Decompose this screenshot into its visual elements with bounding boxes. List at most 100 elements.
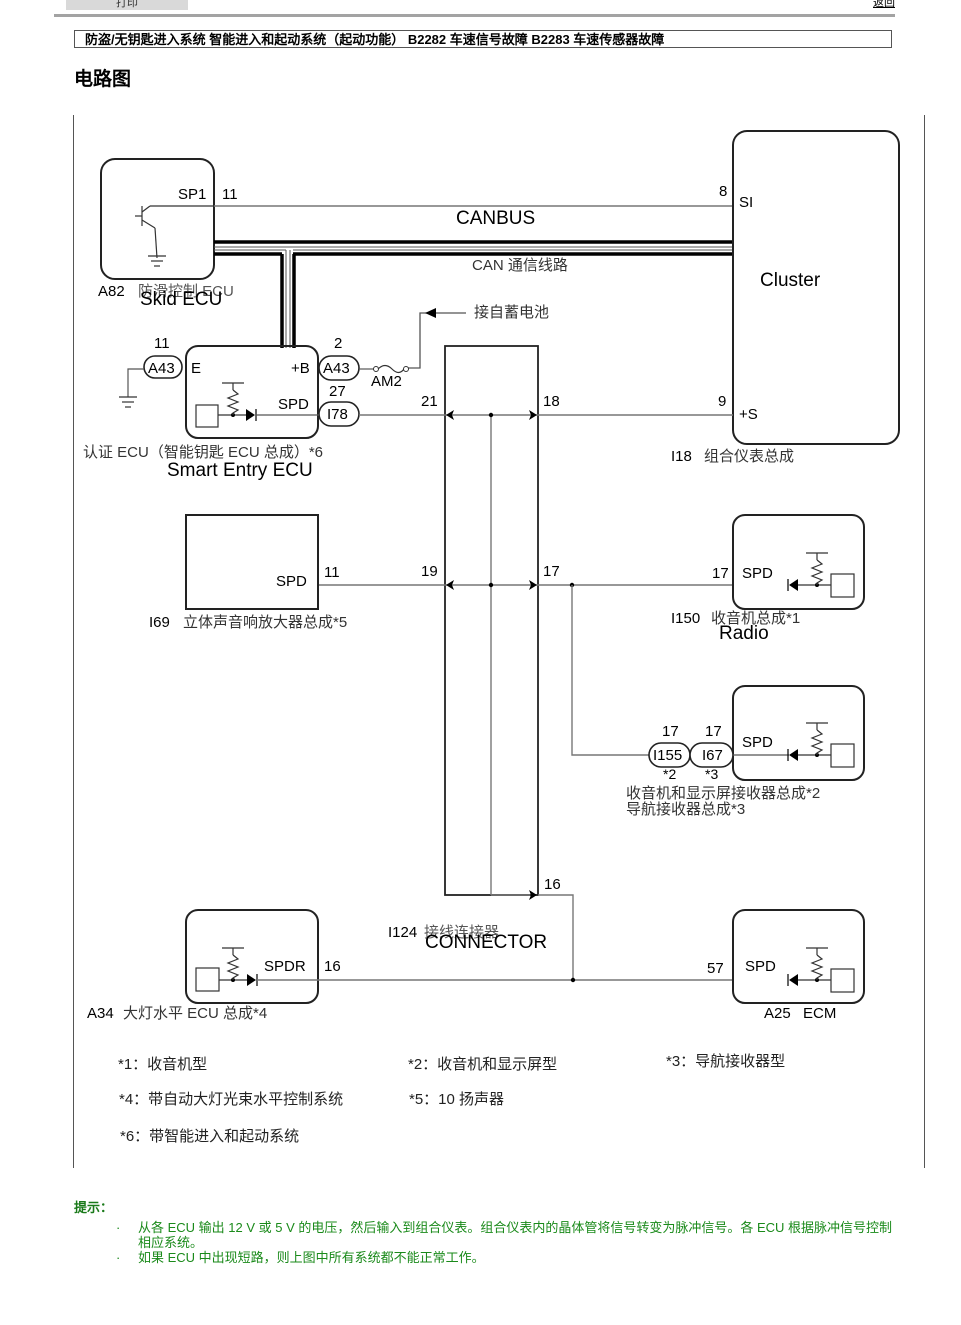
radio-code: I150 bbox=[671, 610, 700, 627]
se-spd-pin-no: 27 bbox=[329, 383, 346, 400]
se-spd-connector bbox=[318, 401, 360, 427]
skid-code: A82 bbox=[98, 283, 125, 300]
top-toolbar: 打印 返回 bbox=[54, 0, 895, 17]
page-title: 防盗/无钥匙进入系统 智能进入和起动系统（起动功能） B2282 车速信号故障 … bbox=[74, 30, 892, 48]
skid-pin-no: 11 bbox=[222, 186, 238, 203]
fuse-icon bbox=[359, 364, 409, 374]
sensor-circuit-icon bbox=[787, 552, 855, 598]
ground-icon bbox=[119, 396, 137, 408]
bullet-icon: · bbox=[116, 1250, 121, 1265]
amp-pin-no: 11 bbox=[324, 564, 340, 581]
ecm-block: 57 SPD A25 ECM bbox=[707, 909, 865, 1022]
receiver-pin-no-1: 17 bbox=[662, 723, 679, 740]
receiver-pin-no-2: 17 bbox=[705, 723, 722, 740]
section-title: 电路图 bbox=[74, 69, 132, 90]
diagram-frame-right bbox=[924, 115, 925, 1168]
bullet-icon: · bbox=[116, 1220, 121, 1235]
skid-name-cn: 防滑控制 ECU bbox=[138, 283, 234, 300]
cluster-pin-s-name: +S bbox=[739, 406, 758, 423]
headlight-name-cn: 大灯水平 ECU 总成*4 bbox=[123, 1005, 267, 1022]
se-power-connector bbox=[318, 355, 360, 381]
junction-pin-19: 19 bbox=[421, 563, 438, 580]
junction-pin-16: 16 bbox=[544, 876, 561, 893]
hint-list: · 从各 ECU 输出 12 V 或 5 V 的电压，然后输入到组合仪表。组合仪… bbox=[116, 1220, 896, 1265]
radio-pin-no: 17 bbox=[712, 565, 729, 582]
cluster-name-cn: 组合仪表总成 bbox=[704, 448, 794, 465]
se-name-en: Smart Entry ECU bbox=[167, 460, 313, 481]
headlight-ecu-block: SPDR 16 A34 大灯水平 ECU 总成*4 bbox=[87, 909, 733, 1022]
footnote-5: *5：10 扬声器 bbox=[409, 1090, 504, 1108]
fuse-label: AM2 bbox=[371, 373, 402, 390]
junction-connector-block: 21 18 19 17 16 I124 接线连接器 CONNECTOR bbox=[318, 345, 733, 980]
cluster-pin-si-name: SI bbox=[739, 194, 753, 211]
cluster-block: 8 SI Cluster 9 +S I18 组合仪表总成 bbox=[671, 130, 900, 465]
amplifier-block: SPD 11 I69 立体声音响放大器总成*5 bbox=[149, 514, 347, 631]
junction-code: I124 bbox=[388, 924, 417, 941]
se-power-pin-name: +B bbox=[291, 360, 310, 377]
footnote-3: *3：导航接收器型 bbox=[666, 1053, 785, 1070]
receiver-note-2: *3 bbox=[705, 766, 718, 782]
hint-item: · 如果 ECU 中出现短路，则上图中所有系统都不能正常工作。 bbox=[116, 1250, 896, 1265]
smart-entry-ecu-block: 11 A43 E 2 +B A43 AM2 27 SPD I78 bbox=[83, 335, 409, 481]
ecm-pin-name: SPD bbox=[745, 958, 776, 975]
cluster-name-en: Cluster bbox=[760, 270, 821, 291]
radio-name-cn: 收音机总成*1 bbox=[711, 610, 800, 627]
receiver-connector-code-1: I155 bbox=[653, 747, 682, 764]
cluster-pin-s-no: 9 bbox=[718, 393, 726, 410]
radio-block: 17 SPD I150 收音机总成*1 Radio bbox=[671, 514, 865, 644]
headlight-code: A34 bbox=[87, 1005, 114, 1022]
cluster-code: I18 bbox=[671, 448, 692, 465]
se-power-pin-no: 2 bbox=[334, 335, 342, 352]
sensor-circuit-icon bbox=[733, 722, 855, 768]
receiver-note-1: *2 bbox=[663, 766, 676, 782]
receiver-block: 17 17 I155 I67 *2 *3 SPD 收音机和显示屏接收器总成*2 … bbox=[626, 685, 865, 818]
battery-feed: 接自蓄电池 bbox=[408, 304, 549, 369]
footnote-2: *2：收音机和显示屏型 bbox=[408, 1056, 557, 1073]
receiver-pin-name: SPD bbox=[742, 734, 773, 751]
can-bus-wires bbox=[214, 240, 733, 348]
circuit-diagram: SP1 11 A82 防滑控制 ECU Skid ECU CANBUS CAN … bbox=[83, 130, 900, 1145]
footnotes: *1：收音机型 *2：收音机和显示屏型 *3：导航接收器型 *4：带自动大灯光束… bbox=[118, 1053, 785, 1145]
se-spd-connector-code: I78 bbox=[327, 406, 348, 423]
canbus-label: CANBUS bbox=[456, 208, 535, 229]
amp-pin-name: SPD bbox=[276, 573, 307, 590]
transistor-icon bbox=[135, 205, 214, 259]
footnote-1: *1：收音机型 bbox=[118, 1056, 207, 1073]
skid-ecu-block: SP1 11 A82 防滑控制 ECU Skid ECU bbox=[98, 158, 238, 310]
se-power-connector-code: A43 bbox=[323, 360, 350, 377]
amp-code: I69 bbox=[149, 614, 170, 631]
hint-text: 如果 ECU 中出现短路，则上图中所有系统都不能正常工作。 bbox=[138, 1250, 485, 1265]
se-ground-connector bbox=[143, 355, 183, 379]
se-name-cn: 认证 ECU（智能钥匙 ECU 总成）*6 bbox=[83, 443, 323, 461]
radio-name-en: Radio bbox=[719, 623, 769, 644]
se-ground-pin-name: E bbox=[191, 360, 201, 377]
junction-pin-18: 18 bbox=[543, 393, 560, 410]
can-line-label: CAN 通信线路 bbox=[472, 257, 568, 274]
receiver-name-cn-2: 导航接收器总成*3 bbox=[626, 801, 745, 818]
junction-pin-21: 21 bbox=[421, 393, 438, 410]
receiver-name-cn-1: 收音机和显示屏接收器总成*2 bbox=[626, 785, 820, 802]
hint-title: 提示： bbox=[74, 1200, 114, 1215]
headlight-pin-name: SPDR bbox=[264, 958, 306, 975]
cluster-pin-si-no: 8 bbox=[719, 183, 727, 200]
se-ground-pin-no: 11 bbox=[154, 335, 170, 352]
se-spd-pin-name: SPD bbox=[278, 396, 309, 413]
junction-name-cn: 接线连接器 bbox=[424, 924, 499, 941]
hint-item: · 从各 ECU 输出 12 V 或 5 V 的电压，然后输入到组合仪表。组合仪… bbox=[116, 1220, 896, 1250]
radio-pin-name: SPD bbox=[742, 565, 773, 582]
junction-name-en: CONNECTOR bbox=[425, 932, 547, 953]
amp-name-cn: 立体声音响放大器总成*5 bbox=[183, 613, 347, 631]
skid-pin-name: SP1 bbox=[178, 186, 206, 203]
ecm-pin-no: 57 bbox=[707, 960, 724, 977]
ecm-code: A25 bbox=[764, 1005, 791, 1022]
headlight-pin-no: 16 bbox=[324, 958, 341, 975]
footnote-4: *4：带自动大灯光束水平控制系统 bbox=[119, 1091, 343, 1108]
sensor-circuit-icon bbox=[195, 947, 258, 992]
diagram-frame-left bbox=[73, 115, 74, 1168]
footnote-6: *6：带智能进入和起动系统 bbox=[120, 1127, 299, 1145]
print-button[interactable]: 打印 bbox=[66, 0, 188, 10]
back-link[interactable]: 返回 bbox=[873, 0, 895, 9]
skid-name-en: Skid ECU bbox=[140, 289, 222, 310]
se-ground-connector-code: A43 bbox=[148, 360, 175, 377]
ecm-name: ECM bbox=[803, 1005, 836, 1022]
